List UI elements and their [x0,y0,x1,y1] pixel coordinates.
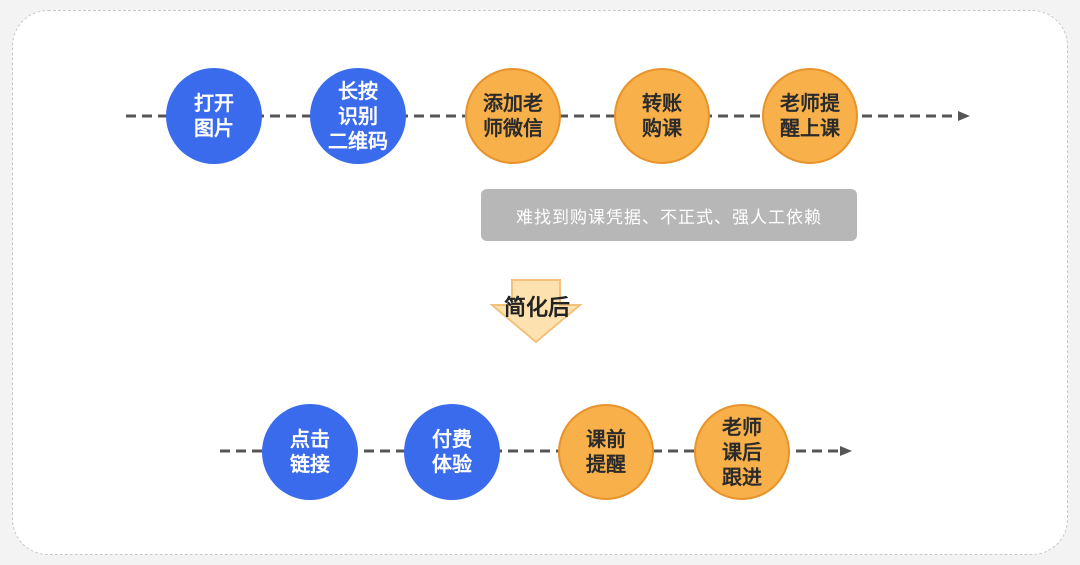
step-pre-class-reminder-label: 课前 提醒 [586,427,626,476]
step-transfer-purchase: 转账 购课 [614,68,710,164]
step-click-link: 点击 链接 [262,404,358,500]
simplify-arrow [489,279,583,344]
step-scan-qr-label: 长按 识别 二维码 [328,78,388,153]
step-teacher-reminder-label: 老师提 醒上课 [780,91,840,140]
step-open-image: 打开 图片 [166,68,262,164]
step-add-teacher-wechat: 添加老 师微信 [465,68,561,164]
problem-note-text: 难找到购课凭据、不正式、强人工依赖 [516,207,822,228]
step-paid-trial: 付费 体验 [404,404,500,500]
step-teacher-reminder: 老师提 醒上课 [762,68,858,164]
step-pre-class-reminder: 课前 提醒 [558,404,654,500]
step-teacher-followup-label: 老师 课后 跟进 [722,414,762,489]
step-open-image-label: 打开 图片 [194,91,234,140]
step-add-teacher-wechat-label: 添加老 师微信 [483,91,543,140]
step-scan-qr: 长按 识别 二维码 [310,68,406,164]
top-timeline-arrowhead [958,111,970,121]
problem-note: 难找到购课凭据、不正式、强人工依赖 [481,189,857,241]
step-click-link-label: 点击 链接 [290,427,330,476]
step-transfer-purchase-label: 转账 购课 [642,91,682,140]
simplify-label: 简化后 [503,296,570,321]
step-paid-trial-label: 付费 体验 [432,427,472,476]
step-teacher-followup: 老师 课后 跟进 [694,404,790,500]
bottom-timeline-arrowhead [840,446,852,456]
